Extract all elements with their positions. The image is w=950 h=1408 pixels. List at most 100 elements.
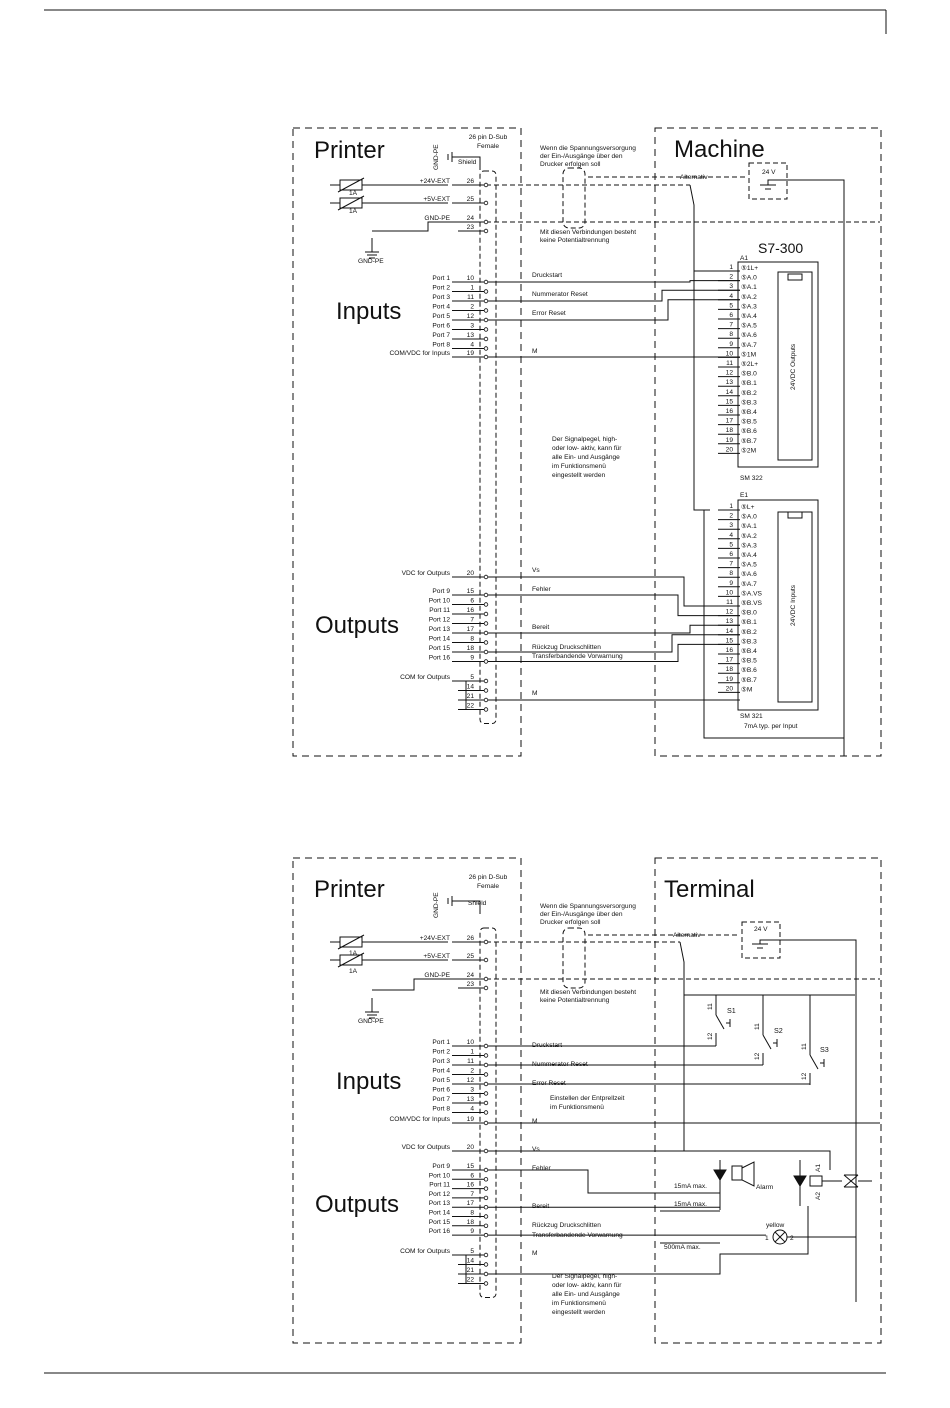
sig-m-in: M <box>532 1118 538 1125</box>
pin-number: 25 <box>467 953 475 960</box>
e1-pin-number: 9 <box>729 580 733 587</box>
pin-socket <box>483 1100 489 1106</box>
port-label: Port 3 <box>432 1058 450 1065</box>
a1-pin-label: ⑤B.4 <box>741 408 757 416</box>
port-label: COM/VDC for Inputs <box>390 350 451 357</box>
pin-socket <box>483 1148 489 1154</box>
pin-number: 10 <box>467 275 475 282</box>
sig-bereit: Bereit <box>532 1203 549 1210</box>
signal-level-note-2: oder low- aktiv, kann für <box>552 445 622 452</box>
a1-pin-number: 13 <box>726 379 734 386</box>
pin-socket <box>483 182 489 188</box>
e1-pin-number: 1 <box>729 503 733 510</box>
e1-pin-label: ⑤L+ <box>741 503 755 511</box>
e1-pin-label: ⑤B.0 <box>741 609 757 617</box>
pin-number: 15 <box>467 588 475 595</box>
printer-box <box>292 857 522 1344</box>
pin-number: 26 <box>467 178 475 185</box>
top-wiring-lines <box>330 152 880 756</box>
e1-pin-label: ⑤A.VS <box>741 589 763 597</box>
pin-socket <box>483 219 489 225</box>
port-label: Port 13 <box>429 1200 451 1207</box>
e1-pin-label: ⑤A.5 <box>741 561 757 569</box>
pin-socket <box>483 985 489 991</box>
supply-note-line3: Drucker erfolgen soll <box>540 919 601 926</box>
pin-number: 4 <box>470 342 474 349</box>
e1-pin-number: 5 <box>729 541 733 548</box>
a1-pin-number: 8 <box>729 331 733 338</box>
sig-vs: Vs <box>532 1146 540 1153</box>
signal-level-note-4: im Funktionsmenü <box>552 1300 606 1307</box>
sig-druckstart: Druckstart <box>532 272 562 279</box>
a1-pin-label: ⑤B.7 <box>741 437 757 445</box>
sm322-inner <box>777 271 813 461</box>
port-label: Port 9 <box>432 588 450 595</box>
port-label: Port 11 <box>429 607 450 614</box>
pin-number: 14 <box>467 1258 475 1265</box>
potential-note-line2: keine Potentialtrennung <box>540 997 610 1004</box>
fuse-label-2: 1A <box>349 968 358 975</box>
pin-socket <box>483 1262 489 1267</box>
terminal-box <box>654 857 882 1344</box>
pin-socket <box>483 298 489 304</box>
pin-number: 22 <box>467 703 475 710</box>
dsub-label-line1: 26 pin D-Sub <box>469 874 508 881</box>
port-label: Port 8 <box>432 1106 450 1113</box>
port-label: Port 2 <box>432 1049 450 1056</box>
pin-number: 20 <box>467 1144 475 1151</box>
pin-number: 11 <box>467 294 474 301</box>
supply-trunk <box>679 941 685 1151</box>
sig-m-out: M <box>532 690 538 697</box>
fuse-varistor-slash <box>337 952 365 968</box>
pin-socket <box>483 1223 489 1228</box>
a1-pin-number: 17 <box>726 418 734 425</box>
a1-pin-label: ⑤A.1 <box>741 283 757 291</box>
s1-pin-12: 12 <box>707 1032 714 1040</box>
gnd-wire <box>372 978 486 991</box>
e1-pin-number: 13 <box>726 618 734 625</box>
gndpe-vertical-label: GND-PE <box>433 144 440 170</box>
s1-pin-11: 11 <box>707 1003 714 1010</box>
ma15-label-2: 15mA max. <box>674 1201 707 1208</box>
pin-number: 2 <box>470 304 474 311</box>
pin-socket <box>483 1091 489 1096</box>
pin-socket <box>483 957 489 963</box>
port-label: Port 1 <box>432 1039 450 1046</box>
e1-pin-label: ⑤A.3 <box>741 541 757 549</box>
e1-pin-number: 14 <box>726 628 734 635</box>
relay-a1: A1 <box>815 1164 822 1172</box>
pin-socket <box>483 1177 489 1182</box>
port-label: GND-PE <box>424 972 450 979</box>
pin-number: 19 <box>467 1116 475 1123</box>
signal-level-note-1: Der Signalpegel, high- <box>552 436 617 443</box>
pin-number: 1 <box>470 285 474 292</box>
e1-pin-label: ⑤M <box>741 685 752 693</box>
pin-number: 5 <box>470 674 474 681</box>
signal-level-note-5: eingestellt werden <box>552 1309 605 1316</box>
vs-wire <box>486 576 740 607</box>
a1-pin-label: ⑤A.3 <box>741 302 757 310</box>
e1-pin-number: 4 <box>729 532 733 539</box>
pin-socket <box>483 354 489 360</box>
pin-number: 7 <box>470 617 474 624</box>
inputs-title: Inputs <box>336 1068 401 1095</box>
optional-link-box <box>562 927 586 989</box>
port-label: Port 11 <box>429 1182 450 1189</box>
dsub-label-line2: Female <box>477 143 499 150</box>
e1-pin-number: 3 <box>729 522 733 529</box>
e1-pin-label: ⑤A.6 <box>741 570 757 578</box>
m-out-wire <box>486 1206 809 1275</box>
s2-pin-12: 12 <box>754 1052 761 1060</box>
pin-socket <box>483 976 489 982</box>
pin-number: 26 <box>467 935 475 942</box>
pin-socket <box>483 279 489 285</box>
pin-socket <box>483 602 489 607</box>
nummerator-wire <box>486 289 740 302</box>
fuse-varistor-slash <box>337 177 365 193</box>
a1-pin-label: ⑤B.3 <box>741 398 757 406</box>
pin-number: 17 <box>467 626 475 633</box>
psu-plus-wire <box>767 179 845 756</box>
shield-wire <box>452 900 481 914</box>
e1-pin-number: 17 <box>726 657 734 664</box>
pin-number: 24 <box>467 215 475 222</box>
